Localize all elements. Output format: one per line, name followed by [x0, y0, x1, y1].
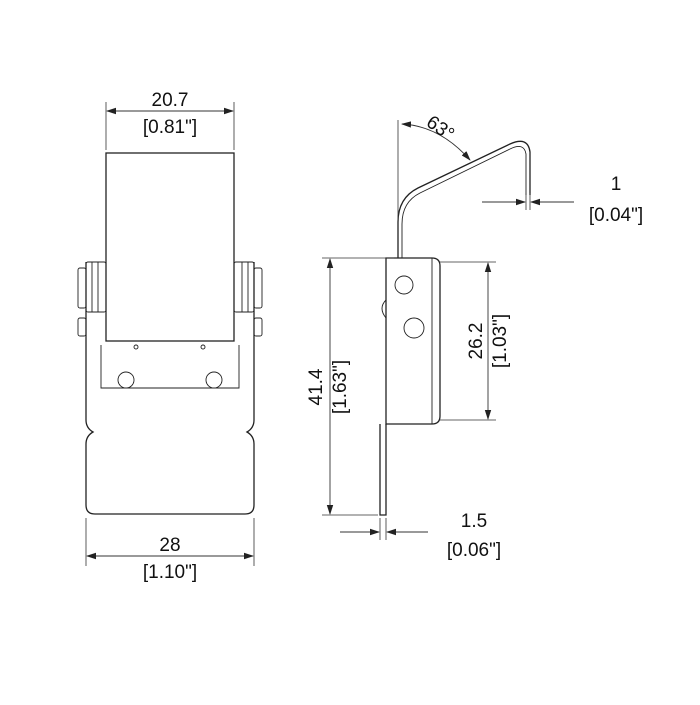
dimension-plate-thickness: 1.5 [0.06"]: [340, 511, 501, 561]
plate-thickness-imperial: [0.06"]: [447, 540, 501, 561]
dimension-angle: 63°: [397, 112, 471, 220]
top-width-metric: 20.7: [152, 90, 189, 111]
front-view: 20.7 [0.81"] 28 [1.10"]: [77, 90, 263, 583]
front-knuckle-right: [233, 261, 263, 337]
body-height-imperial: [1.03"]: [490, 314, 511, 368]
bottom-width-metric: 28: [159, 535, 180, 556]
front-base-plate: [85, 262, 255, 515]
body-height-metric: 26.2: [466, 323, 487, 360]
bottom-width-imperial: [1.10"]: [143, 562, 197, 583]
front-hinge: [100, 345, 240, 389]
dimension-top-width: 20.7 [0.81"]: [105, 90, 235, 150]
side-base-plate: [379, 424, 387, 516]
front-rivet-left: [117, 371, 135, 389]
side-view: 63° 1 [0.04"] 41.4 [1.63"] 26.2 [1.03"]: [306, 112, 643, 561]
wire-diameter-imperial: [0.04"]: [589, 205, 643, 226]
side-body: [385, 257, 441, 425]
front-lever: [105, 152, 235, 342]
wire-diameter-metric: 1: [611, 174, 622, 195]
side-hole-lower: [403, 317, 425, 339]
dimension-total-height: 41.4 [1.63"]: [306, 257, 394, 516]
dimension-body-height: 26.2 [1.03"]: [440, 261, 511, 421]
top-width-imperial: [0.81"]: [143, 117, 197, 138]
total-height-imperial: [1.63"]: [330, 360, 351, 414]
dimension-wire-diameter: 1 [0.04"]: [482, 174, 643, 226]
front-rivet-right: [205, 371, 223, 389]
dimension-bottom-width: 28 [1.10"]: [85, 518, 255, 583]
side-wire-bail: [397, 140, 531, 258]
angle-value: 63°: [422, 112, 458, 146]
plate-thickness-metric: 1.5: [461, 511, 487, 532]
side-hole-upper: [394, 275, 414, 295]
total-height-metric: 41.4: [306, 368, 327, 405]
front-knuckle-left: [77, 261, 107, 337]
